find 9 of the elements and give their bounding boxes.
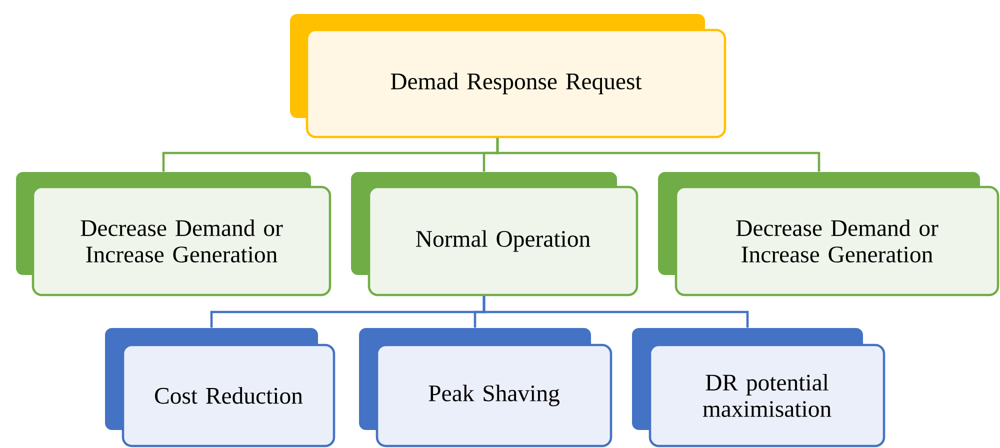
process-box: Demad Response Request: [290, 14, 726, 138]
process-box: Cost Reduction: [105, 328, 336, 448]
process-box: Normal Operation: [351, 172, 638, 296]
process-box: Decrease Demand or Increase Generation: [16, 172, 332, 296]
process-box: DR potential maximisation: [632, 328, 886, 448]
process-box: Decrease Demand or Increase Generation: [658, 172, 1000, 296]
process-box: Peak Shaving: [359, 328, 612, 448]
connector-line: [482, 296, 749, 328]
connector-line: [496, 138, 820, 172]
